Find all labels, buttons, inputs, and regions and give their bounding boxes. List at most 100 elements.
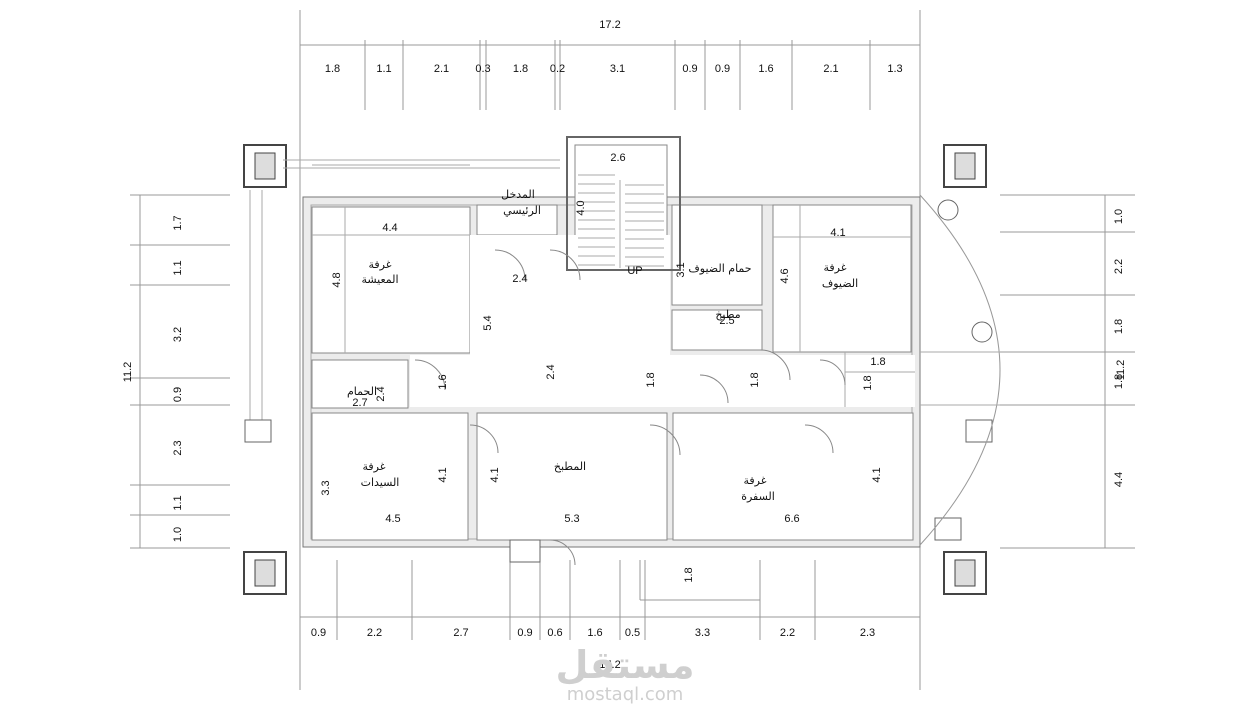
column-core xyxy=(954,559,976,587)
door-swing xyxy=(549,539,576,566)
dimension-label: 2.7 xyxy=(453,627,468,639)
round-column xyxy=(937,199,959,221)
room-outline xyxy=(311,412,469,541)
lobby-depth: 1.8 xyxy=(862,375,874,390)
room-name: المدخل xyxy=(501,188,535,201)
stair-width: 2.6 xyxy=(610,152,625,164)
room-guest-bath: حمام الضيوف 3.1 xyxy=(675,262,752,278)
room-name: مطبخ xyxy=(715,308,740,321)
room-name: المعيشة xyxy=(361,273,398,286)
room-ladies: غرفة السيدات 4.5 4.1 3.3 xyxy=(320,460,449,525)
column-core xyxy=(954,152,976,180)
room-name: المطبخ xyxy=(554,460,586,473)
dimension-label: 0.6 xyxy=(547,627,562,639)
dimension-label: 1.6 xyxy=(587,627,602,639)
dimension-label: 1.1 xyxy=(172,495,184,510)
dimension-label: 1.8 xyxy=(325,63,340,75)
room-guest: غرفة الضيوف 4.1 4.6 xyxy=(779,227,858,290)
overall-depth-right: 11.2 xyxy=(1115,360,1127,381)
corridor xyxy=(410,355,915,407)
room-outline xyxy=(671,309,763,351)
door-swing xyxy=(549,249,581,281)
dimension-label: 2.2 xyxy=(1113,259,1125,274)
room-outline xyxy=(672,412,914,541)
room-outline xyxy=(311,359,409,409)
watermark-arabic: مستقل xyxy=(556,643,695,687)
room-name: السيدات xyxy=(361,476,400,489)
room-width: 2.4 xyxy=(512,273,527,285)
dimension-label: 1.7 xyxy=(172,215,184,230)
dimension-label: 0.2 xyxy=(550,63,565,75)
room-width: 4.1 xyxy=(830,227,845,239)
door-swing xyxy=(699,374,729,404)
room-depth: 4.1 xyxy=(489,467,501,482)
post xyxy=(244,419,272,443)
dimension-label: 0.9 xyxy=(172,387,184,402)
room-depth: 4.0 xyxy=(575,200,587,215)
corridor-dim: 2.4 xyxy=(545,364,557,379)
dimension-label: 1.8 xyxy=(1113,319,1125,334)
overall-depth-left: 11.2 xyxy=(122,362,134,383)
door-swing xyxy=(804,424,834,454)
dimension-label: 0.9 xyxy=(682,63,697,75)
watermark-latin: mostaql.com xyxy=(567,684,684,705)
dimension-label: 2.3 xyxy=(860,627,875,639)
room-outline xyxy=(476,204,558,236)
room-depth: 3.1 xyxy=(675,262,687,277)
room-entrance: المدخل الرئيسي 2.4 4.0 xyxy=(501,188,587,285)
room-width: 5.3 xyxy=(564,513,579,525)
dimension-label: 1.0 xyxy=(1113,209,1125,224)
dimension-label: 2.2 xyxy=(780,627,795,639)
room-width: 2.7 xyxy=(352,397,367,409)
room-bath: الحمام 2.7 2.4 xyxy=(347,385,387,409)
door-swing xyxy=(759,349,791,381)
room-depth: 4.8 xyxy=(331,272,343,287)
dimension-label: 3.2 xyxy=(172,327,184,342)
dimension-label: 2.3 xyxy=(172,440,184,455)
overall-width-bottom: 17.2 xyxy=(599,659,620,671)
room-name: السفرة xyxy=(741,490,775,503)
dimension-label: 1.8 xyxy=(1113,374,1125,389)
room-name: غرفة xyxy=(363,460,386,473)
stair-up-label: UP xyxy=(627,265,642,277)
dimension-label: 0.9 xyxy=(517,627,532,639)
room-store: مطبخ 2.5 xyxy=(715,308,740,327)
dimension-label: 3.3 xyxy=(695,627,710,639)
corridor-dim: 1.8 xyxy=(645,372,657,387)
room-depth: 4.1 xyxy=(871,467,883,482)
dimension-label: 1.3 xyxy=(887,63,902,75)
overall-width-top: 17.2 xyxy=(599,19,620,31)
room-name: الحمام xyxy=(347,385,377,398)
room-kitchen: المطبخ 5.3 4.1 xyxy=(489,460,586,525)
room-name: غرفة xyxy=(824,261,847,274)
dimension-label: 0.9 xyxy=(311,627,326,639)
room-name: الضيوف xyxy=(822,277,858,290)
post xyxy=(965,419,993,443)
room-width: 2.5 xyxy=(719,315,734,327)
room-name: الرئيسي xyxy=(503,204,541,217)
door-swing xyxy=(469,424,499,454)
room-outline xyxy=(772,204,912,353)
room-outline xyxy=(476,412,668,541)
room-width: 4.5 xyxy=(385,513,400,525)
stair: 2.6 UP xyxy=(610,152,642,277)
plan-linework xyxy=(130,10,1135,690)
terrace-arc xyxy=(919,194,1001,546)
dimension-label: 0.5 xyxy=(625,627,640,639)
room-depth: 4.6 xyxy=(779,268,791,283)
corridor-dims: 5.4 2.4 1.6 1.8 1.8 1.8 1.8 1.8 xyxy=(437,315,886,582)
room-dining: غرفة السفرة 6.6 4.1 xyxy=(741,467,883,525)
room-outline xyxy=(311,206,471,354)
dimension-label: 3.1 xyxy=(610,63,625,75)
room-depth: 4.1 xyxy=(437,467,449,482)
room-living: غرفة المعيشة 4.4 4.8 xyxy=(331,222,399,288)
room-width: 4.4 xyxy=(382,222,397,234)
column xyxy=(943,551,987,595)
post xyxy=(934,517,962,541)
stair-enclosure xyxy=(566,136,681,271)
room-width: 6.6 xyxy=(784,513,799,525)
room-depth: 2.4 xyxy=(375,386,387,401)
dimension-label: 4.4 xyxy=(1113,472,1125,487)
dimension-label: 1.0 xyxy=(172,527,184,542)
